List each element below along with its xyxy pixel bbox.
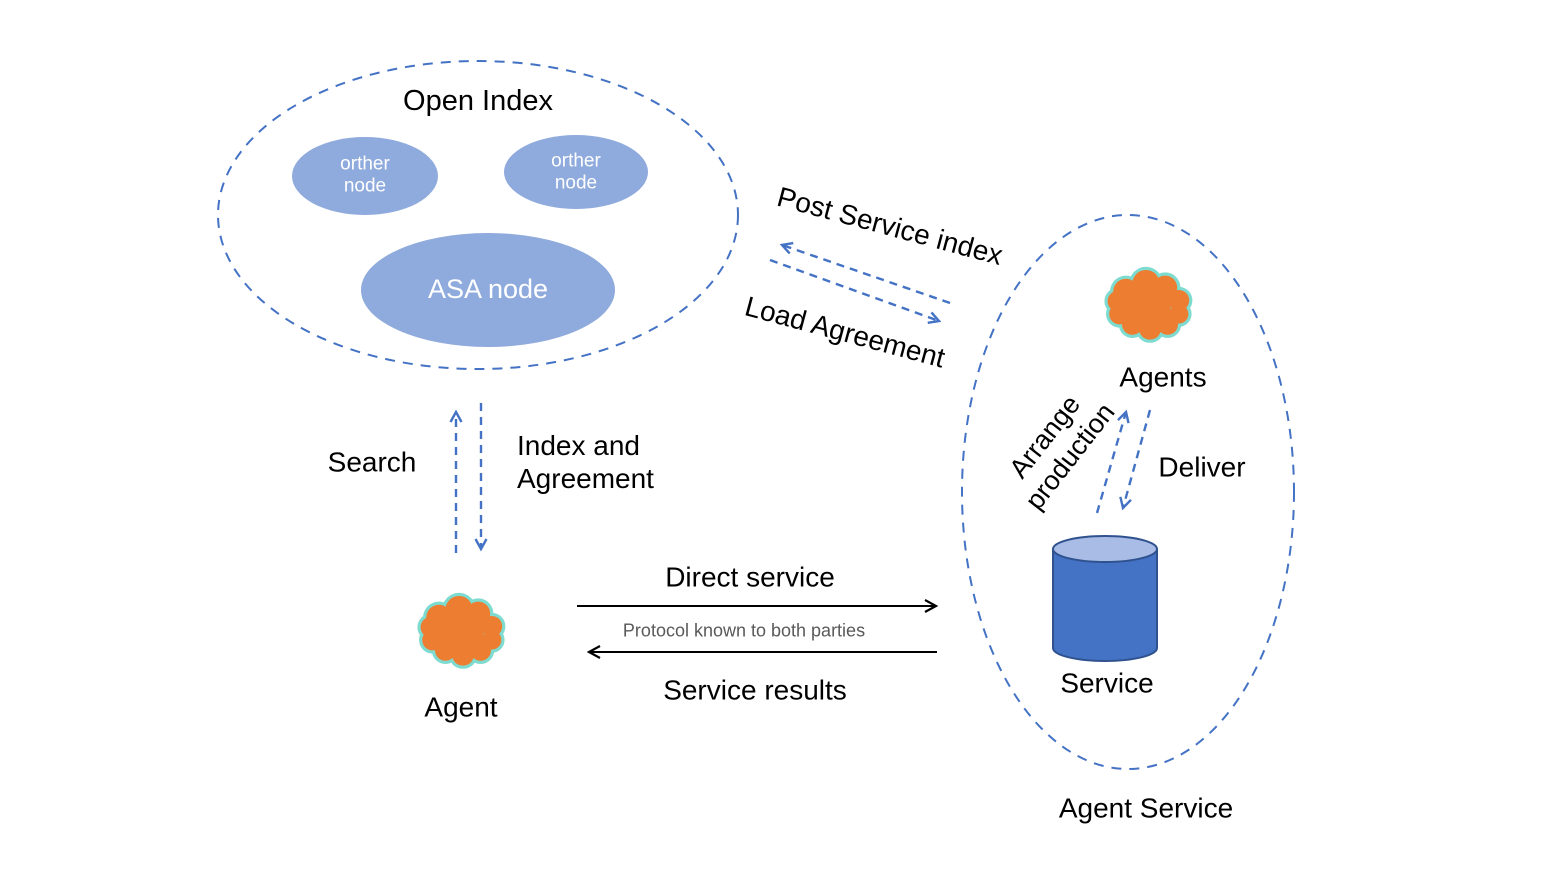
direct-service-label: Direct service <box>665 561 835 593</box>
protocol-note-label: Protocol known to both parties <box>622 620 866 641</box>
other-node-left-ellipse <box>292 137 438 215</box>
arrange-production-arrow <box>1095 409 1130 514</box>
open-index-boundary-ellipse <box>217 60 739 370</box>
deliver-arrow <box>1119 409 1152 511</box>
agent-service-boundary-ellipse <box>961 214 1295 770</box>
other-node-left-label: orther node <box>340 153 390 197</box>
post-service-index-arrow <box>779 241 951 305</box>
search-label: Search <box>327 446 417 478</box>
service-label: Service <box>1060 667 1154 699</box>
load-agreement-arrow <box>769 258 942 324</box>
service-cylinder-icon <box>1052 535 1158 662</box>
agents-label: Agents <box>1119 361 1207 393</box>
agents-cloud-icon <box>1104 266 1193 343</box>
service-results-label: Service results <box>663 674 847 706</box>
agent-label: Agent <box>424 691 498 723</box>
asa-node-label: ASA node <box>427 274 549 305</box>
index-agreement-label: Index and Agreement <box>517 429 654 494</box>
agent-cloud-icon <box>417 592 506 669</box>
agent-service-title: Agent Service <box>1058 792 1234 824</box>
asa-node-ellipse <box>361 233 615 347</box>
open-index-title: Open Index <box>403 84 553 117</box>
deliver-label: Deliver <box>1158 451 1246 483</box>
other-node-right-ellipse <box>504 135 648 209</box>
other-node-right-label: orther node <box>551 150 601 194</box>
